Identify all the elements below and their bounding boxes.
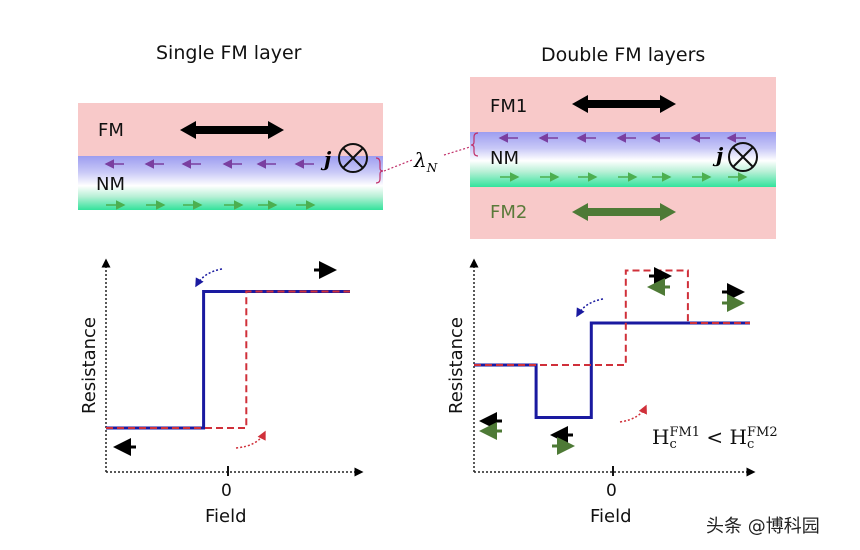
curve-sweep-up-single: [106, 290, 350, 429]
x-axis-label-single: Field: [205, 506, 247, 527]
lambda-symbol: λ: [414, 148, 427, 172]
fm2-label: FM2: [490, 202, 528, 223]
sup-fm1: FM1: [669, 424, 701, 440]
leader-line-right: [443, 146, 471, 156]
sup-fm2: FM2: [747, 424, 778, 440]
sweep-down-direction-arrow-single: [195, 268, 223, 288]
nm-label: NM: [96, 174, 125, 195]
curve-sweep-up-double: [474, 269, 750, 366]
sub-c-1: c: [669, 436, 677, 452]
zero-tick-double: 0: [606, 481, 617, 501]
less-than: <: [706, 425, 724, 449]
curve-sweep-down-single: [106, 290, 350, 430]
sweep-up-direction-arrow-double: [619, 404, 647, 423]
current-label-single: j: [324, 147, 332, 171]
single-chart-axes: [101, 258, 364, 477]
double-fm-title: Double FM layers: [541, 44, 706, 66]
y-axis-label-double: Resistance: [446, 317, 467, 414]
current-into-page-icon-double: [728, 142, 758, 172]
current-label-double: j: [716, 143, 724, 167]
brace-double: [470, 132, 479, 157]
x-axis-label-double: Field: [590, 506, 632, 527]
fm2-magnetization-arrow: [572, 203, 676, 221]
sweep-up-direction-arrow-single: [235, 430, 266, 449]
fm1-magnetization-arrow: [572, 95, 676, 113]
state-arrows: [113, 261, 745, 456]
sub-c-2: c: [747, 436, 755, 452]
current-into-page-icon-single: [338, 143, 368, 173]
sweep-down-direction-arrow-double: [576, 298, 604, 318]
spin-diffusion-length-label: λN: [414, 148, 437, 175]
h-symbol-2: H: [729, 425, 747, 449]
single-fm-title: Single FM layer: [156, 42, 302, 64]
leader-line-left: [383, 159, 413, 172]
h-symbol-1: H: [652, 425, 670, 449]
curve-sweep-down-double: [474, 321, 750, 419]
fm-label: FM: [98, 120, 124, 141]
brace-single: [375, 157, 384, 184]
y-axis-label-single: Resistance: [79, 317, 100, 414]
fm-magnetization-arrow: [180, 121, 284, 139]
nm-label-double: NM: [490, 148, 519, 169]
fm1-label: FM1: [490, 96, 528, 117]
double-chart-axes: [469, 258, 756, 477]
zero-tick-single: 0: [221, 481, 232, 501]
lambda-subscript: N: [426, 161, 438, 175]
watermark: 头条 @博科园: [706, 516, 820, 537]
